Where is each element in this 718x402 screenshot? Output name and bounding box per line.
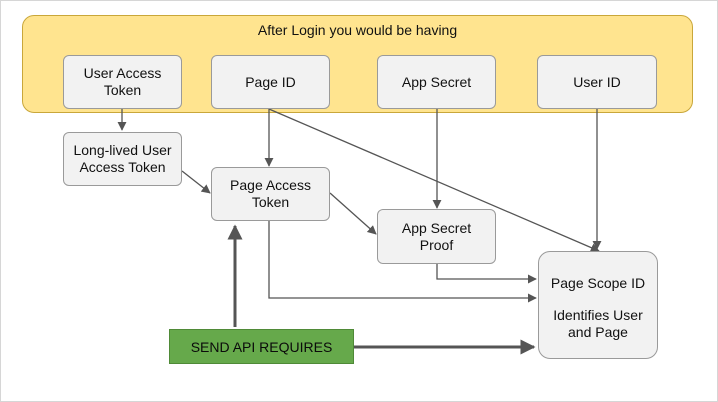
user-access-token-label: User Access Token <box>83 65 162 98</box>
group-title: After Login you would be having <box>257 22 458 38</box>
page-scope-id-title: Page Scope ID <box>550 275 646 291</box>
page-access-token-label: Page Access Token <box>230 177 311 210</box>
page-id-label: Page ID <box>245 73 296 90</box>
send-api-requires-label: SEND API REQUIRES <box>190 338 333 355</box>
arrow-longlived-to-pat <box>181 170 211 194</box>
long-lived-token-label: Long-lived User Access Token <box>73 142 172 175</box>
user-access-token-node: User Access Token <box>63 55 182 109</box>
arrow-pat-to-proof <box>329 192 377 235</box>
app-secret-proof-node: App Secret Proof <box>377 209 496 264</box>
app-secret-label: App Secret <box>401 73 472 90</box>
user-id-node: User ID <box>537 55 657 109</box>
page-id-node: Page ID <box>211 55 330 109</box>
app-secret-node: App Secret <box>377 55 496 109</box>
page-access-token-node: Page Access Token <box>211 167 330 221</box>
page-scope-id-node: Page Scope ID Identifies User and Page <box>538 251 658 359</box>
page-scope-id-description: Identifies User and Page <box>553 307 643 340</box>
long-lived-token-node: Long-lived User Access Token <box>63 132 182 186</box>
arrow-proof-to-psi <box>436 264 537 284</box>
arrow-pageid-to-psi <box>268 108 600 252</box>
send-api-requires-box: SEND API REQUIRES <box>169 329 354 364</box>
arrow-pat-to-psi <box>268 221 537 303</box>
user-id-label: User ID <box>573 73 621 90</box>
app-secret-proof-label: App Secret Proof <box>401 219 472 253</box>
